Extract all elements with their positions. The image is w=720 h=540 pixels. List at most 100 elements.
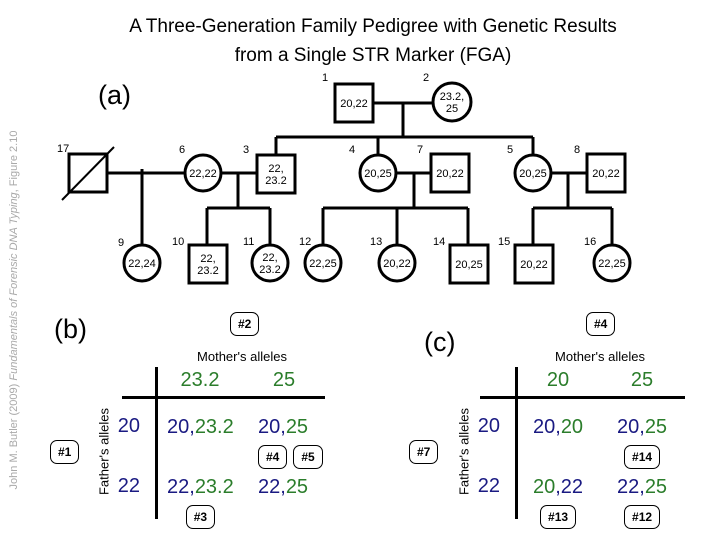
genotype-text: 20,25	[455, 259, 483, 271]
row-header: 20	[117, 415, 140, 437]
badge-father-individual: #7	[409, 440, 439, 464]
female-circle-symbol	[377, 243, 417, 283]
male-square-symbol	[255, 153, 297, 195]
father-allele: 22,	[167, 476, 195, 498]
pedigree-individual-9: 922,24	[118, 237, 162, 283]
male-square-symbol	[448, 243, 490, 285]
male-square-symbol	[429, 152, 471, 194]
individual-number-label: 10	[172, 236, 184, 248]
col-header: 25	[630, 369, 654, 391]
genotype-text: 20,22	[383, 258, 411, 270]
col-header: 20	[546, 369, 570, 391]
pedigree-individual-4: 420,25	[349, 144, 398, 193]
male-square-symbol	[187, 243, 229, 285]
panel-c-label: (c)	[424, 327, 456, 357]
female-circle-symbol	[358, 153, 398, 193]
individual-number-label: 3	[243, 144, 249, 156]
cell-genotype: 22,25	[617, 476, 667, 499]
male-square-symbol	[513, 243, 555, 285]
deceased-slash	[61, 146, 115, 201]
father-allele: 22,	[617, 476, 645, 498]
punnett-cell: 20,23.2	[167, 416, 234, 439]
individual-ref-badge: #13	[540, 505, 577, 529]
punnett-square-b: (b) #2 Mother's alleles Father's alleles…	[40, 305, 350, 540]
individual-number-label: 16	[584, 236, 596, 248]
punnett-cell: 20,20	[533, 416, 583, 439]
row-header: 22	[117, 475, 140, 497]
male-square-symbol	[585, 152, 627, 194]
punnett-cell: 20,22#13	[533, 476, 583, 529]
genotype-text: 22,22	[189, 168, 217, 180]
female-circle-symbol	[122, 243, 162, 283]
female-circle-symbol	[592, 243, 632, 283]
punnett-square-c: (c) #4 Mother's alleles Father's alleles…	[400, 305, 710, 540]
punnett-cell: 20,25#14	[617, 416, 667, 469]
father-allele: 20,	[617, 416, 645, 438]
individual-number-label: 7	[417, 144, 423, 156]
genotype-text: 20,22	[520, 259, 548, 271]
father-allele: 20,	[258, 416, 286, 438]
individual-number-label: 11	[243, 236, 254, 248]
female-circle-symbol	[183, 153, 223, 193]
individual-number-label: 12	[299, 236, 311, 248]
pedigree-individual-2: 223.2,25	[423, 72, 473, 123]
badge-father-individual: #1	[50, 440, 80, 464]
punnett-vertical-line	[155, 367, 158, 519]
individual-ref-badge: #4	[258, 445, 288, 469]
female-circle-symbol	[250, 243, 290, 283]
mother-allele: 25	[644, 476, 668, 498]
mother-allele: 25	[285, 476, 309, 498]
genotype-text: 23.2,	[440, 91, 464, 103]
mother-allele: 20	[560, 416, 584, 438]
pedigree-individual-1: 120,22	[322, 72, 375, 124]
genotype-text: 22,	[262, 252, 277, 264]
col-header: 25	[272, 369, 296, 391]
pedigree-individual-8: 820,22	[574, 144, 627, 194]
cell-genotype: 22,25	[258, 476, 308, 499]
punnett-cell: 22,25 #12	[617, 476, 667, 529]
genotype-text: 20,22	[340, 98, 368, 110]
cell-genotype: 20,25	[258, 416, 323, 439]
row-header: 20	[477, 415, 500, 437]
pedigree-individual-6: 622,22	[179, 144, 223, 193]
genotype-text: 23.2	[197, 265, 218, 277]
individual-number-label: 6	[179, 144, 185, 156]
punnett-horizontal-line	[480, 396, 685, 399]
pedigree-individual-3: 3 22,23.2	[243, 144, 297, 195]
slide-title: A Three-Generation Family Pedigree with …	[34, 12, 712, 70]
genotype-text: 23.2	[265, 175, 286, 187]
cell-genotype: 22,23.2	[167, 476, 234, 499]
badge-mother-individual: #2	[230, 312, 260, 336]
individual-number-label: 17	[57, 143, 69, 155]
pedigree-individual-12: 12 22,25	[299, 236, 343, 283]
pedigree-individual-7: 720,22	[417, 144, 471, 194]
mother-allele: 20	[533, 476, 556, 498]
punnett-vertical-line	[515, 367, 518, 519]
individual-ref-badge: #12	[624, 505, 661, 529]
father-allele: 20,	[533, 416, 561, 438]
genotype-text: 22,24	[128, 258, 156, 270]
individual-ref-badge: #14	[624, 445, 661, 469]
cell-badge-row: #14	[617, 445, 667, 469]
punnett-cell: 20,25#4#5	[258, 416, 323, 469]
pedigree-individual-17: 17	[57, 143, 115, 201]
genotype-text: 25	[446, 103, 458, 115]
individual-number-label: 8	[574, 144, 580, 156]
panel-b-label: (b)	[54, 314, 87, 344]
individual-number-label: 4	[349, 144, 355, 156]
pedigree-individual-5: 520,25	[507, 144, 553, 193]
female-circle-symbol	[303, 243, 343, 283]
female-circle-symbol	[513, 153, 553, 193]
genotype-text: 22,25	[309, 258, 337, 270]
individual-number-label: 9	[118, 237, 124, 249]
individual-number-label: 13	[370, 236, 382, 248]
genotype-text: 22,	[268, 163, 283, 175]
col-header: 23.2	[180, 369, 220, 391]
